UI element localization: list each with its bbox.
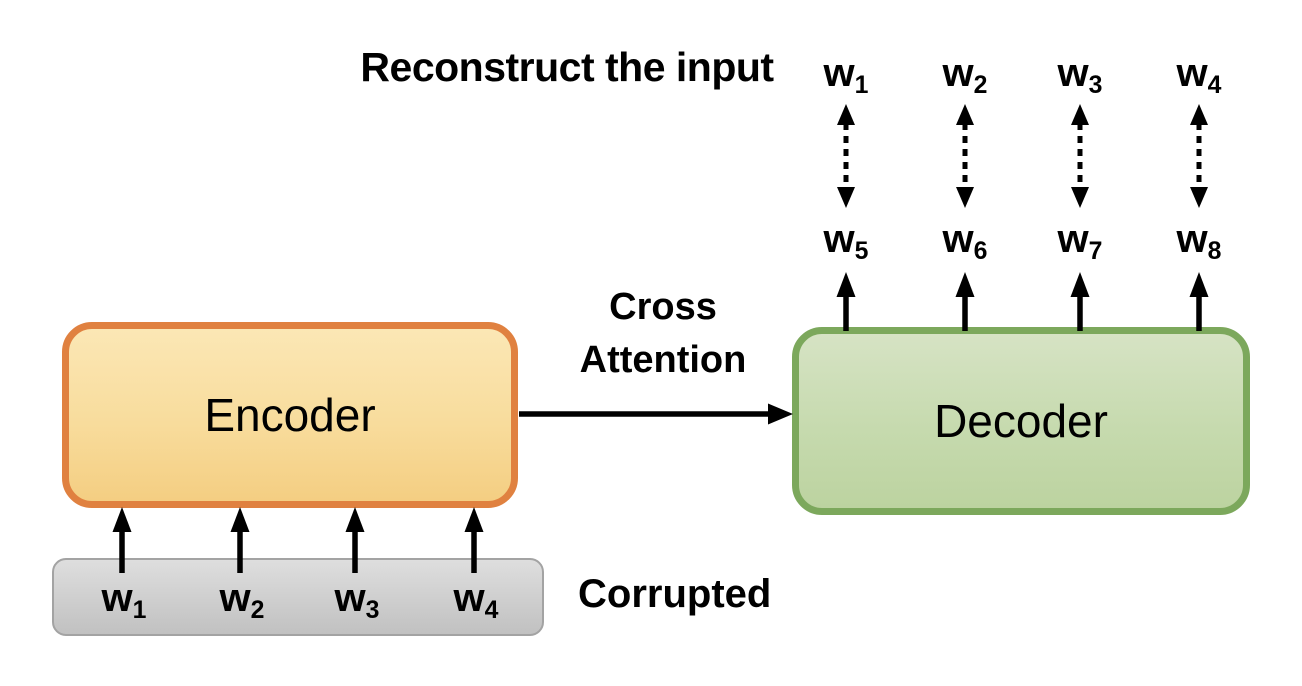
- reconstruction-dotted-arrow-2: [956, 104, 974, 208]
- corrupted-caption: Corrupted: [578, 572, 772, 616]
- decoder-output-arrow-3: [1070, 272, 1090, 331]
- decoder-label: Decoder: [934, 395, 1108, 447]
- generated-word-w5: w5: [823, 217, 869, 265]
- generated-word-w6: w6: [942, 217, 988, 265]
- cross-attention-arrow: [519, 403, 793, 425]
- decoder-output-arrow-2: [955, 272, 975, 331]
- target-word-w3: w3: [1057, 51, 1103, 99]
- decoder-output-arrow-1: [836, 272, 856, 331]
- reconstruction-dotted-arrow-1: [837, 104, 855, 208]
- target-word-w4: w4: [1176, 51, 1222, 99]
- target-word-w1: w1: [823, 51, 869, 99]
- target-word-w2: w2: [942, 51, 988, 99]
- reconstruction-dotted-arrow-4: [1190, 104, 1208, 208]
- encoder-box: Encoder: [62, 322, 518, 508]
- decoder-output-arrow-4: [1189, 272, 1209, 331]
- decoder-box: Decoder: [792, 327, 1250, 515]
- corrupted-input-box: w1 w2 w3 w4: [52, 558, 544, 636]
- reconstruct-input-heading: Reconstruct the input: [360, 44, 774, 90]
- generated-word-w7: w7: [1057, 217, 1103, 265]
- input-word-w4: w4: [453, 576, 499, 624]
- generated-word-w8: w8: [1176, 217, 1222, 265]
- input-word-w1: w1: [101, 576, 147, 624]
- input-word-w3: w3: [334, 576, 380, 624]
- reconstruction-dotted-arrow-3: [1071, 104, 1089, 208]
- cross-attention-label: Cross Attention: [579, 286, 747, 382]
- input-word-w2: w2: [219, 576, 265, 624]
- encoder-label: Encoder: [204, 389, 376, 441]
